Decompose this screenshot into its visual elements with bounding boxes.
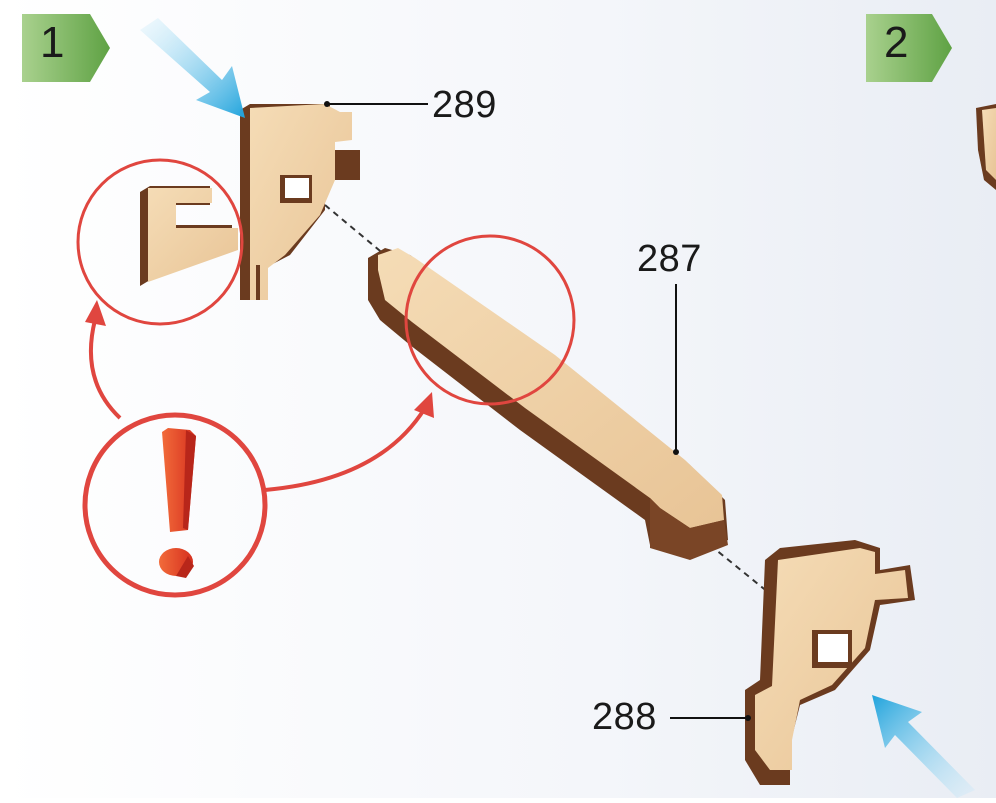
part-label-288: 288 — [592, 696, 657, 739]
part-label-287: 287 — [637, 238, 702, 281]
step-1-number: 1 — [40, 18, 64, 68]
step-2-number: 2 — [884, 18, 908, 68]
part-label-289: 289 — [432, 84, 497, 127]
